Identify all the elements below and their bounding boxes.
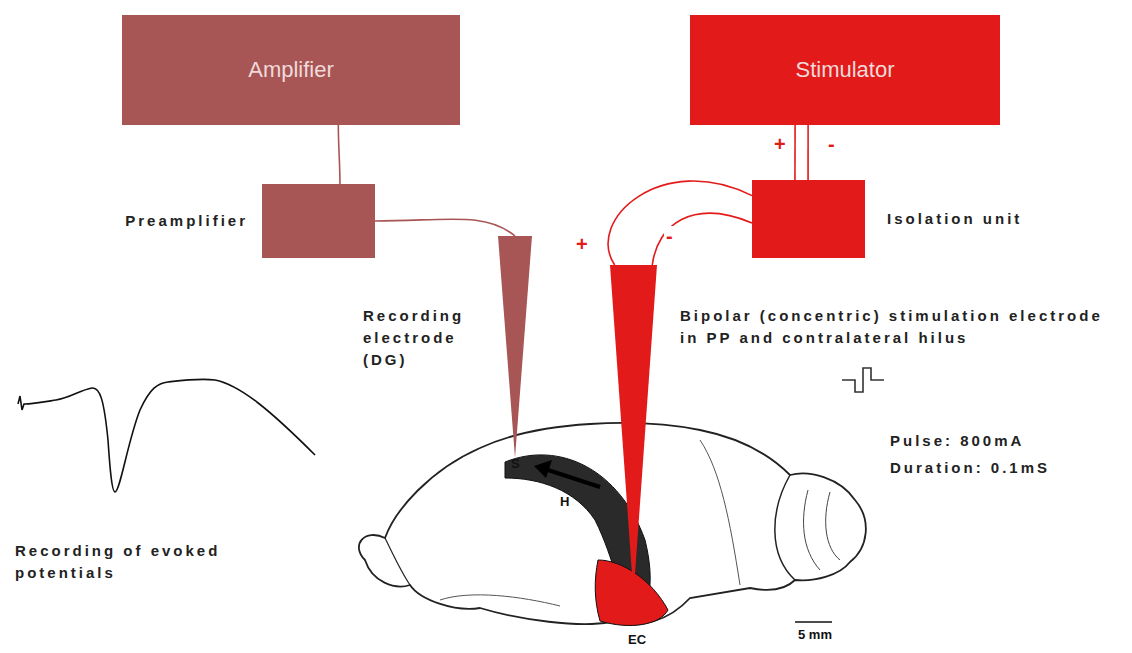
pulse-duration: Duration: 0.1mS xyxy=(890,457,1050,479)
electrode-shape xyxy=(610,265,657,595)
wire xyxy=(794,125,796,180)
polarity-sign: - xyxy=(664,226,675,246)
box-title: Stimulator xyxy=(795,57,894,83)
waveform-caption: Recording of evoked potentials xyxy=(15,540,230,584)
wire xyxy=(608,181,752,265)
recording-electrode: Recording electrode (DG) xyxy=(498,236,532,458)
scale-label: 5 mm xyxy=(798,627,832,642)
box-title: Amplifier xyxy=(248,57,334,83)
preamplifier-box: Preamplifier xyxy=(262,184,375,258)
part-label: Isolation unit xyxy=(887,208,1022,230)
amplifier-box: Amplifier xyxy=(122,15,460,125)
part-label: Recording electrode (DG) xyxy=(363,305,493,370)
wire xyxy=(375,219,515,236)
stimulator-box: Stimulator xyxy=(690,15,1000,125)
rat-brain xyxy=(359,423,866,625)
pulse-amplitude: Pulse: 800mA xyxy=(890,430,1024,452)
part-label: Bipolar (concentric) stimulation electro… xyxy=(680,305,1110,349)
isolation-unit-box: Isolation unit xyxy=(752,180,865,258)
electrode-shape xyxy=(498,236,532,458)
region-letter: S xyxy=(511,456,520,471)
polarity-sign: + xyxy=(574,234,590,254)
stimulation-electrode: Bipolar (concentric) stimulation electro… xyxy=(610,265,657,595)
wire xyxy=(338,125,340,184)
part-label: Preamplifier xyxy=(125,210,248,232)
wire xyxy=(807,125,809,180)
pulse-symbol xyxy=(842,368,884,392)
polarity-sign: + xyxy=(772,134,788,154)
region-letter: EC xyxy=(628,632,646,647)
polarity-sign: - xyxy=(826,134,837,154)
wire xyxy=(652,213,752,265)
evoked-waveform xyxy=(18,379,315,492)
region-letter: H xyxy=(560,494,569,509)
